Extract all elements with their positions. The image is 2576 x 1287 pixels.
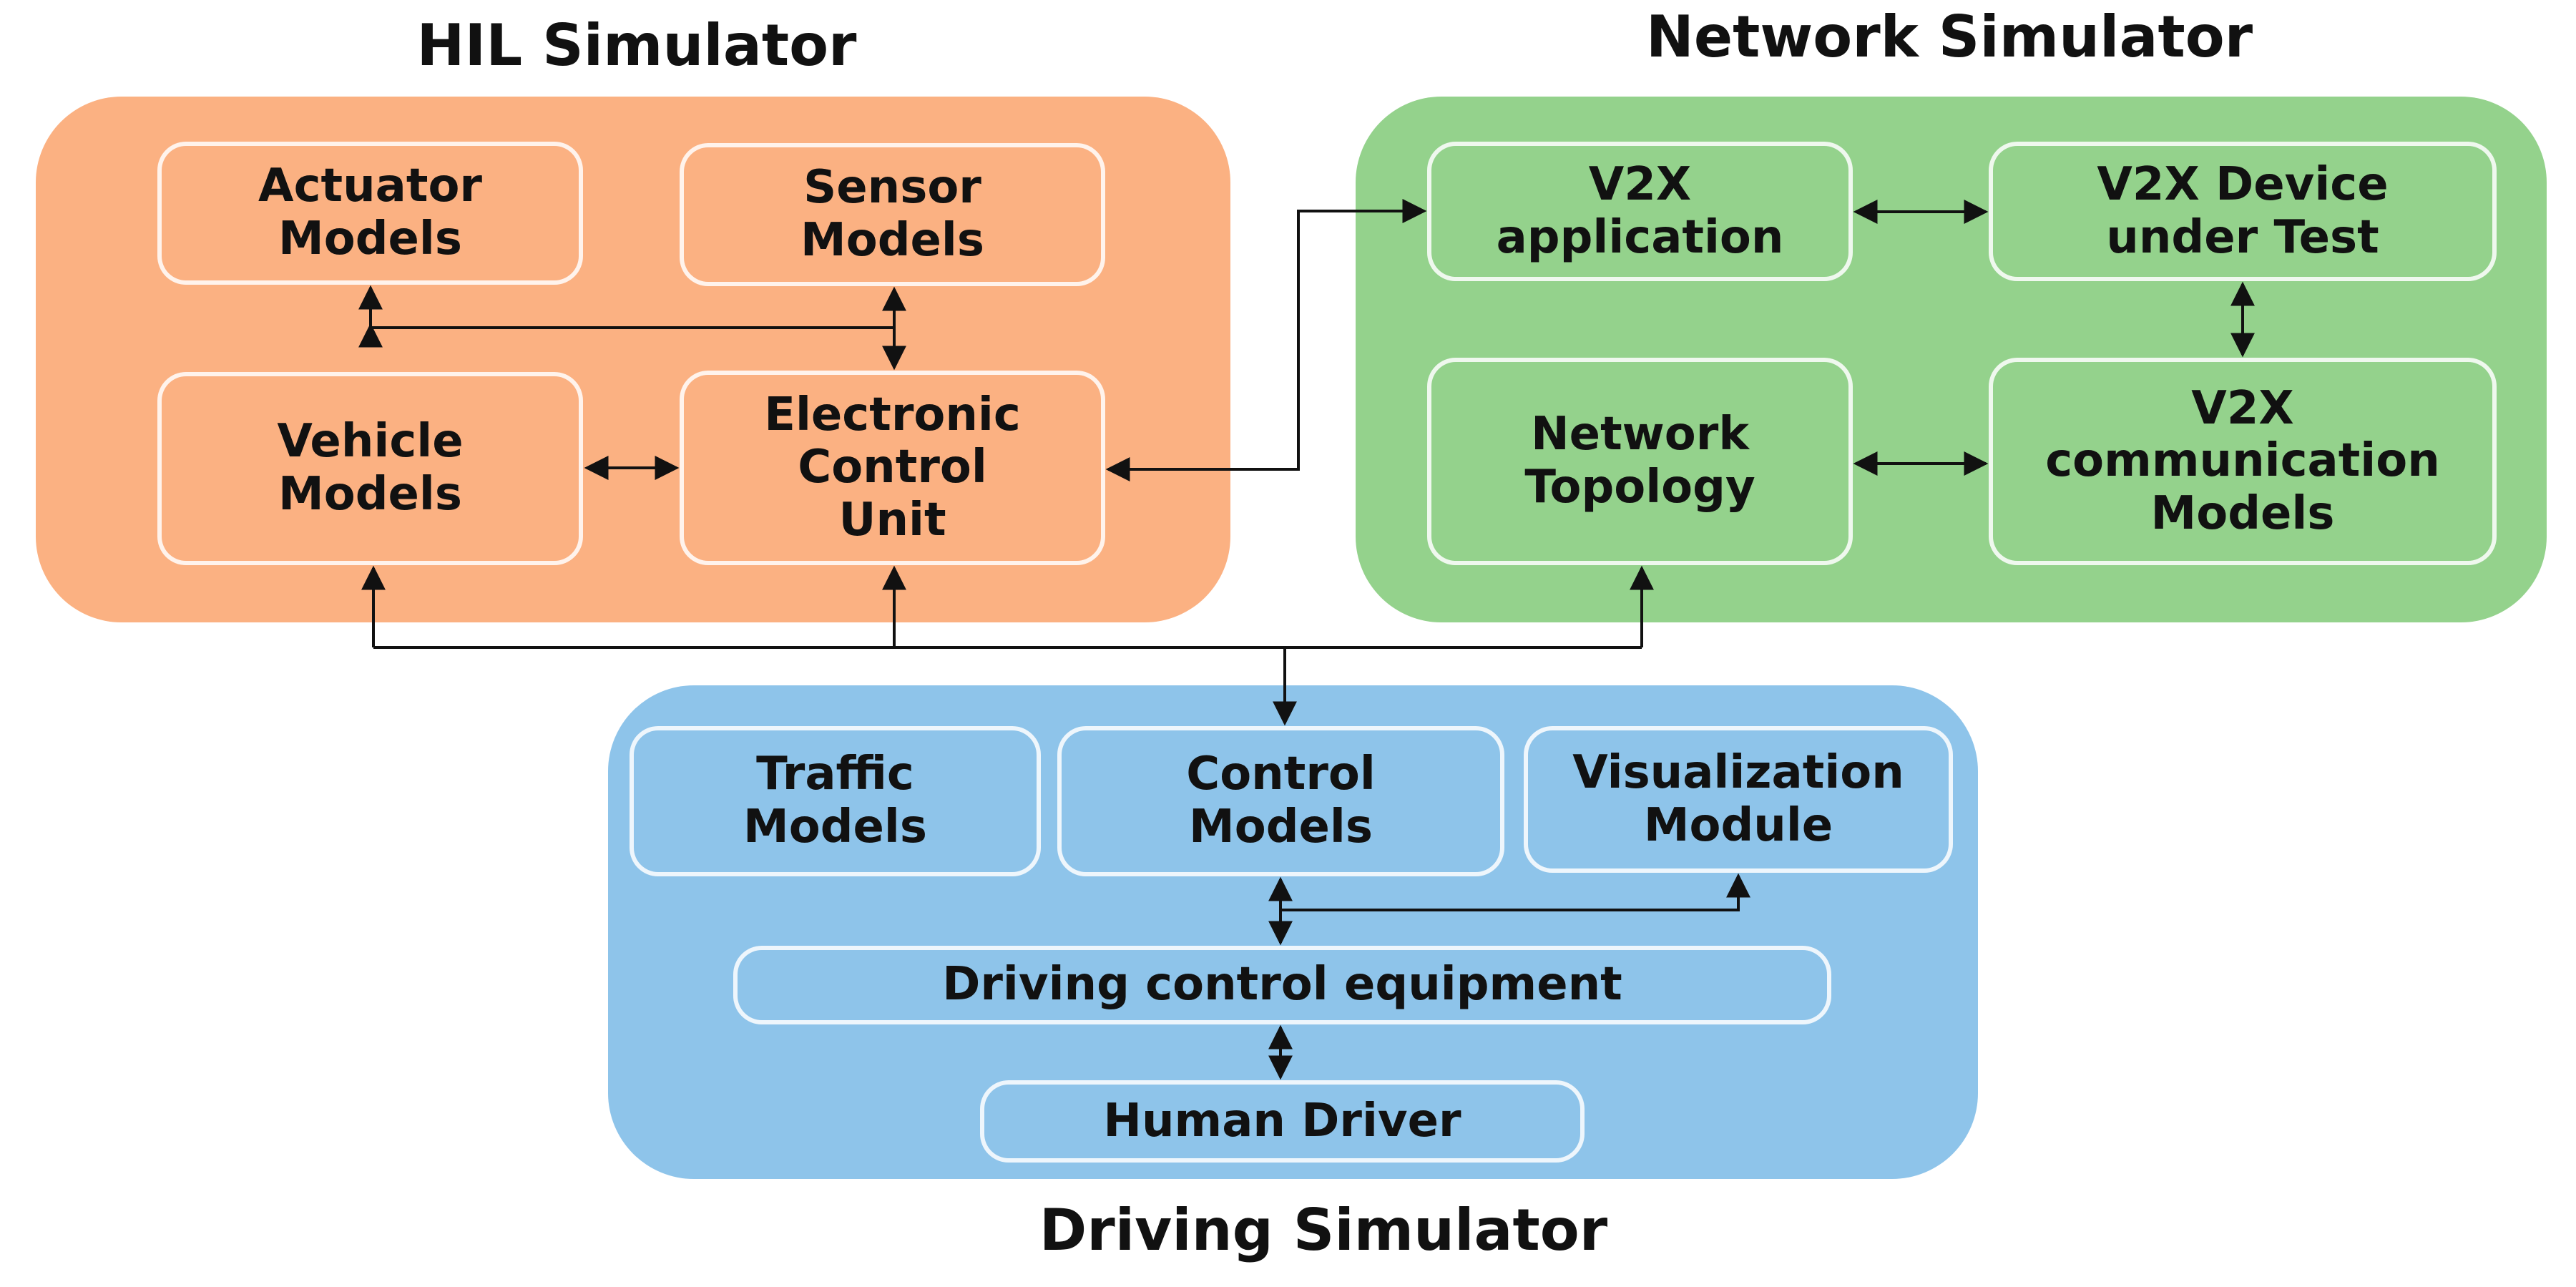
control-models-box: Control Models	[1057, 726, 1504, 876]
sensor-models-box: Sensor Models	[680, 143, 1105, 286]
v2x-application-box: V2X application	[1427, 142, 1853, 281]
v2x-device-under-test-box: V2X Device under Test	[1989, 142, 2497, 281]
network-topology-box: Network Topology	[1427, 358, 1853, 565]
driving-control-equipment-box: Driving control equipment	[733, 946, 1831, 1024]
visualization-module-box: Visualization Module	[1524, 726, 1953, 873]
network-simulator-title: Network Simulator	[1645, 4, 2253, 70]
v2x-communication-models-box: V2X communication Models	[1989, 358, 2497, 565]
hil-simulator-title: HIL Simulator	[416, 12, 857, 79]
traffic-models-box: Traffic Models	[630, 726, 1041, 876]
vehicle-models-box: Vehicle Models	[157, 372, 583, 565]
electronic-control-unit-box: Electronic Control Unit	[680, 371, 1105, 565]
human-driver-box: Human Driver	[980, 1080, 1585, 1163]
actuator-models-box: Actuator Models	[157, 142, 583, 285]
driving-simulator-title: Driving Simulator	[1039, 1197, 1608, 1263]
